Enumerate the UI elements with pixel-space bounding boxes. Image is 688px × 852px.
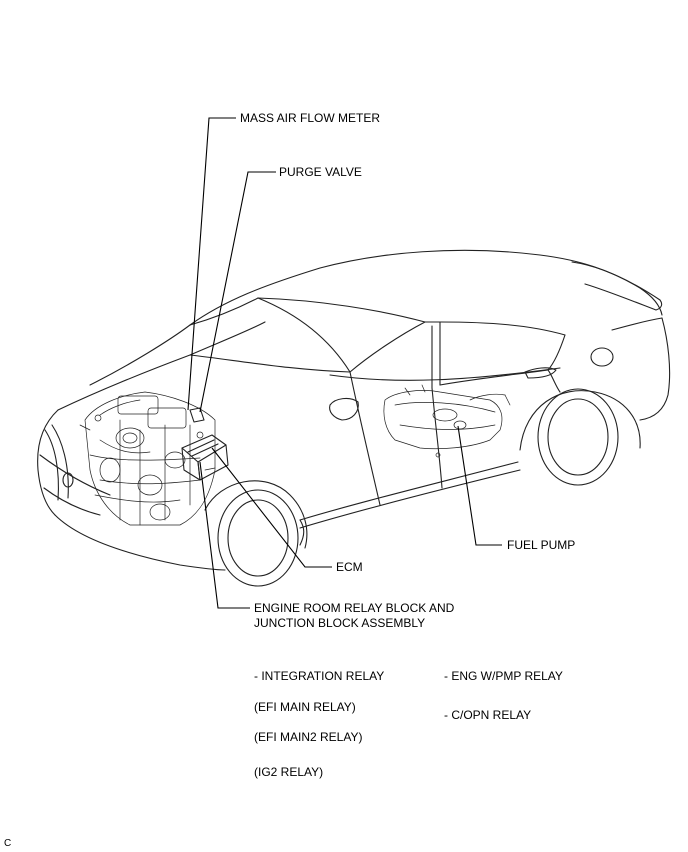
fuel-tank-assembly: [383, 384, 511, 458]
relay-eng-wpmp: - ENG W/PMP RELAY: [444, 669, 563, 683]
label-relay-block-line1: ENGINE ROOM RELAY BLOCK AND: [254, 601, 455, 615]
leader-ecm: [211, 447, 332, 568]
leader-purge-valve: [199, 171, 276, 413]
label-fuel-pump: FUEL PUMP: [507, 538, 576, 552]
relay-integration: - INTEGRATION RELAY: [254, 669, 385, 683]
leader-fuel-pump: [457, 425, 502, 546]
corner-code: C: [4, 838, 12, 849]
relay-c-opn: - C/OPN RELAY: [444, 708, 532, 722]
label-relay-block-line2: JUNCTION BLOCK ASSEMBLY: [254, 616, 426, 630]
leader-mass-air-flow-meter: [187, 117, 236, 411]
ecm-relay-box: [181, 407, 229, 481]
label-mass-air-flow-meter: MASS AIR FLOW METER: [240, 111, 381, 125]
relay-efi-main: (EFI MAIN RELAY): [254, 700, 356, 714]
relay-ig2: (IG2 RELAY): [254, 765, 324, 779]
relay-efi-main2: (EFI MAIN2 RELAY): [254, 730, 363, 744]
engine-assembly: [79, 391, 216, 526]
leader-relay-block: [199, 461, 250, 609]
label-ecm: ECM: [336, 560, 363, 574]
label-purge-valve: PURGE VALVE: [279, 165, 362, 179]
car-outline: [37, 249, 671, 587]
